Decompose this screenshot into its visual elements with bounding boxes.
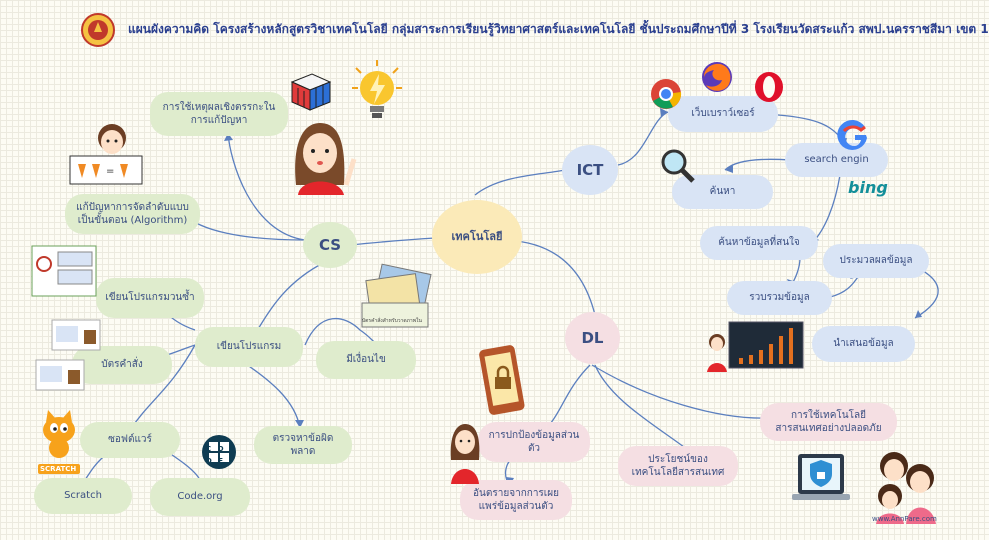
scratch-cat-icon — [38, 410, 80, 474]
bing-logo: bing — [848, 178, 888, 197]
cs-hub[interactable]: CS — [303, 222, 357, 268]
present-info-node[interactable]: นำเสนอข้อมูล — [812, 326, 915, 362]
browser-node[interactable]: เว็บเบราว์เซอร์ — [668, 96, 778, 132]
debug-node[interactable]: ตรวจหาข้อผิดพลาด — [254, 426, 352, 464]
search-engine-node[interactable]: search engin — [785, 143, 888, 177]
magnifier-icon — [661, 149, 695, 183]
software-node[interactable]: ซอฟต์แวร์ — [80, 422, 180, 458]
school-logo-icon — [81, 13, 115, 47]
loop-node[interactable]: เขียนโปรแกรมวนซ้ำ — [96, 278, 204, 318]
command-cards-caption: บัตรคำสั่งสำหรับวาดภาพใน — [362, 318, 422, 324]
connector-lines — [84, 108, 939, 486]
laptop-shield-icon — [792, 454, 850, 500]
ict-hub[interactable]: ICT — [562, 145, 618, 195]
code-org-letters: C O D E — [206, 445, 226, 465]
laptop-commands-icon — [31, 245, 97, 297]
command-card-1-icon — [51, 319, 101, 351]
dl-hub[interactable]: DL — [565, 312, 620, 364]
girl-icon — [450, 424, 480, 484]
chrome-icon — [651, 79, 682, 109]
algorithm-node[interactable]: แก้ปัญหาการจัดลำดับแบบเป็นขั้นตอน (Algor… — [65, 194, 200, 234]
google-icon — [837, 119, 867, 150]
center-node[interactable]: เทคโนโลยี — [432, 200, 522, 274]
scratch-node[interactable]: Scratch — [34, 478, 132, 514]
chart-board-icon — [707, 321, 804, 372]
page-title: แผนผังความคิด โครงสร้างหลักสูตรวิชาเทคโน… — [128, 22, 989, 36]
command-card-2-icon — [35, 359, 85, 391]
kids-icon — [876, 452, 936, 524]
programming-node[interactable]: เขียนโปรแกรม — [195, 327, 303, 367]
evaluate-info-node[interactable]: ประมวลผลข้อมูล — [823, 244, 929, 278]
command-cards-icon — [361, 263, 432, 328]
opera-icon — [755, 72, 783, 102]
codeorg-node[interactable]: Code.org — [150, 478, 250, 516]
svg-text:=: = — [106, 166, 114, 177]
firefox-icon — [702, 62, 732, 92]
danger-node[interactable]: อันตรายจากการเผยแพร่ข้อมูลส่วนตัว — [460, 480, 572, 520]
lightbulb-icon — [352, 60, 402, 118]
find-info-node[interactable]: ค้นหาข้อมูลที่สนใจ — [700, 226, 818, 260]
collect-info-node[interactable]: รวบรวมข้อมูล — [727, 281, 832, 315]
conditions-node[interactable]: มีเงื่อนไข — [316, 341, 416, 379]
logic-node[interactable]: การใช้เหตุผลเชิงตรรกะในการแก้ปัญหา — [150, 92, 288, 136]
protect-data-node[interactable]: การปกป้องข้อมูลส่วนตัว — [478, 422, 590, 462]
benefit-node[interactable]: ประโยชน์ของเทคโนโลยีสารสนเทศ — [618, 446, 738, 486]
rubiks-cube-icon — [290, 73, 332, 111]
safe-use-node[interactable]: การใช้เทคโนโลยีสารสนเทศอย่างปลอดภัย — [760, 403, 897, 441]
commands-node[interactable]: บัตรคำสั่ง — [72, 346, 172, 384]
scratch-logo-text: SCRATCH — [40, 465, 77, 473]
student-icon: = — [69, 124, 143, 185]
phone-lock-icon — [479, 345, 525, 415]
credit-text: www.AnnPare.com — [872, 515, 937, 523]
search-node[interactable]: ค้นหา — [672, 175, 773, 209]
code-org-icon — [202, 435, 236, 469]
teacher-icon — [295, 123, 357, 195]
